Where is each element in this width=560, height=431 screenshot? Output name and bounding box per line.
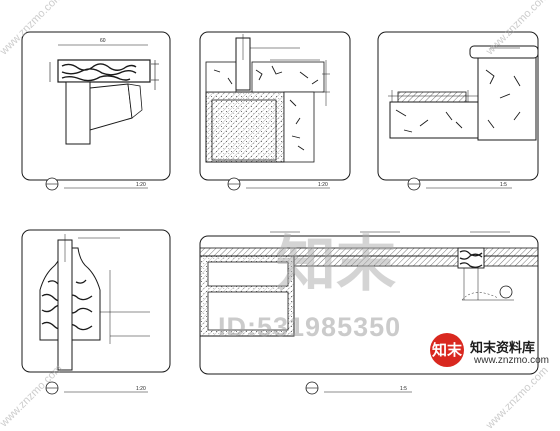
detail-4-drawing [39,234,150,371]
watermark-logo: 知末 [276,230,396,300]
detail-3-title: 1:5 [407,177,512,191]
brand-logo-icon: 知末 [430,333,464,367]
detail-1-drawing: 60 [49,38,159,145]
detail-5-drawing [199,231,539,337]
detail-2-frame [199,31,351,181]
detail-4-frame [21,229,171,373]
detail-1-title: 1:20 [45,177,148,191]
detail-3-drawing [388,45,539,141]
dimension-label: 60 [100,38,106,44]
detail-4-title: 1:20 [45,381,148,395]
brand-url[interactable]: www.znzmo.com [474,355,550,366]
detail-1-scale: 1:20 [136,182,146,188]
detail-5-title: 1:5 [305,381,412,395]
detail-4-scale: 1:20 [136,386,146,392]
detail-2-drawing [205,34,330,163]
detail-2-title: 1:20 [227,177,330,191]
detail-3-frame [377,31,539,181]
detail-5-scale: 1:5 [400,386,407,392]
detail-2-scale: 1:20 [318,182,328,188]
brand-name: 知末资料库 [470,341,536,356]
detail-1-frame [21,31,171,181]
brand-badge[interactable]: 知末 知末资料库 www.znzmo.com [430,333,556,373]
detail-3-scale: 1:5 [500,182,507,188]
watermark-id: ID:531985350 [218,312,402,342]
drawing-sheet: 60 1:20 [21,31,539,395]
